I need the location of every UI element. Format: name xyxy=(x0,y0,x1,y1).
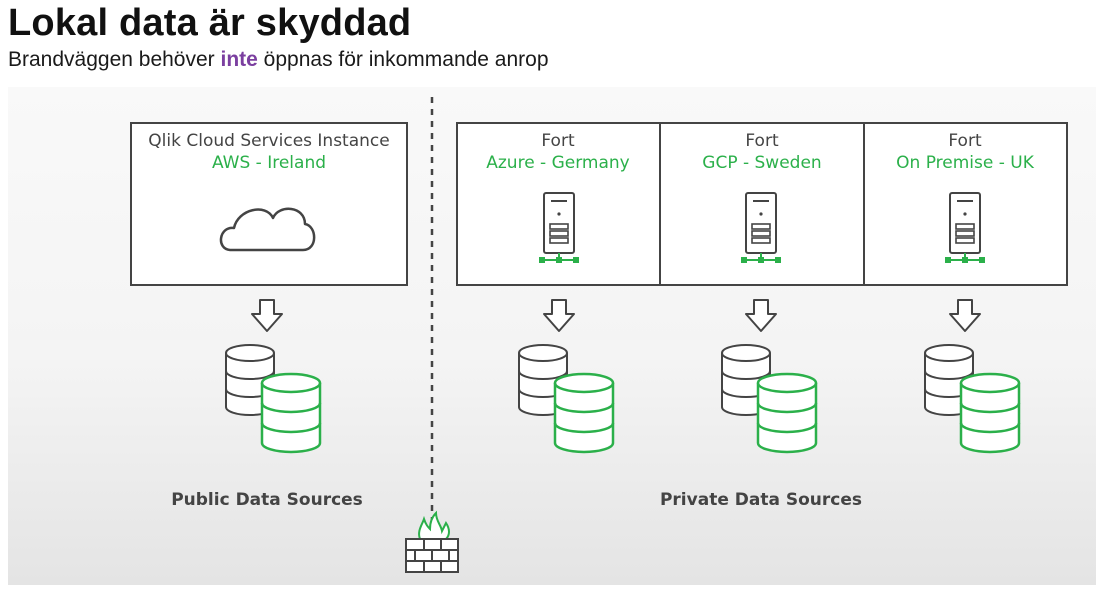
cloud-instance-location: AWS - Ireland xyxy=(212,153,326,173)
database-icon xyxy=(923,343,1021,454)
fort-location: GCP - Sweden xyxy=(702,153,821,173)
database-icon xyxy=(517,343,615,454)
fort-box-3: Fort On Premise - UK xyxy=(863,122,1068,286)
server-icon xyxy=(944,192,986,264)
fort-location: On Premise - UK xyxy=(896,153,1035,173)
private-sources-label: Private Data Sources xyxy=(660,490,862,510)
page-subtitle: Brandväggen behöver inte öppnas för inko… xyxy=(8,48,549,72)
public-sources-label: Public Data Sources xyxy=(171,490,363,510)
firewall-icon xyxy=(405,510,459,573)
page-title: Lokal data är skyddad xyxy=(8,2,412,44)
fort-box-2: Fort GCP - Sweden xyxy=(659,122,865,286)
database-icon xyxy=(720,343,818,454)
fort-title: Fort xyxy=(541,131,575,151)
cloud-icon xyxy=(219,207,316,252)
arrow-down-icon xyxy=(949,299,981,332)
cloud-instance-title: Qlik Cloud Services Instance xyxy=(148,131,389,151)
fort-title: Fort xyxy=(745,131,779,151)
fort-location: Azure - Germany xyxy=(486,153,629,173)
subtitle-emphasis: inte xyxy=(220,48,258,71)
arrow-down-icon xyxy=(543,299,575,332)
architecture-diagram: Qlik Cloud Services Instance AWS - Irela… xyxy=(130,97,1068,573)
fort-box-1: Fort Azure - Germany xyxy=(456,122,661,286)
diagram-panel: Qlik Cloud Services Instance AWS - Irela… xyxy=(8,87,1096,585)
cloud-instance-box: Qlik Cloud Services Instance AWS - Irela… xyxy=(130,122,408,286)
subtitle-text-end: öppnas för inkommande anrop xyxy=(257,48,549,71)
arrow-down-icon xyxy=(251,299,283,332)
database-icon xyxy=(224,343,322,454)
server-icon xyxy=(538,192,580,264)
fort-title: Fort xyxy=(948,131,982,151)
subtitle-text-start: Brandväggen behöver xyxy=(8,48,221,71)
arrow-down-icon xyxy=(745,299,777,332)
server-icon xyxy=(740,192,782,264)
